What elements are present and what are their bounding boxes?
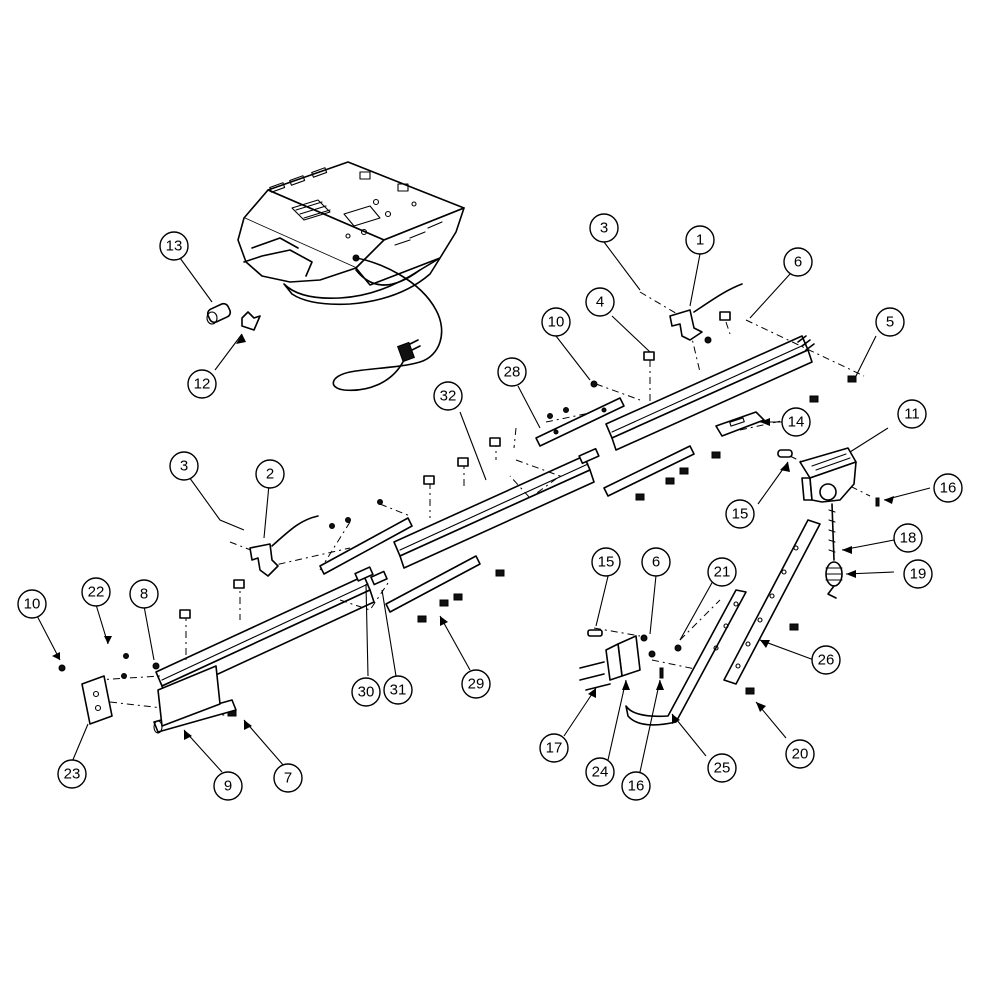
leader-arrows <box>52 334 894 740</box>
svg-text:7: 7 <box>284 770 292 787</box>
svg-text:9: 9 <box>224 778 232 795</box>
callout-9: 9 <box>213 771 243 801</box>
svg-text:13: 13 <box>166 238 183 255</box>
callout-1: 1 <box>685 225 715 255</box>
callout-11: 11 <box>897 399 927 429</box>
callout-22: 22 <box>81 577 111 607</box>
callout-31: 31 <box>383 675 413 705</box>
callout-18: 18 <box>893 523 923 553</box>
svg-text:25: 25 <box>714 760 731 777</box>
callout-29: 29 <box>461 669 491 699</box>
svg-text:28: 28 <box>504 364 521 381</box>
svg-text:31: 31 <box>390 682 407 699</box>
callout-3-left: 3 <box>169 451 199 481</box>
svg-text:14: 14 <box>788 414 805 431</box>
svg-text:15: 15 <box>598 554 615 571</box>
callout-14: 14 <box>781 407 811 437</box>
callout-26: 26 <box>811 645 841 675</box>
svg-text:5: 5 <box>886 314 894 331</box>
svg-text:17: 17 <box>546 740 563 757</box>
svg-text:4: 4 <box>596 294 604 311</box>
svg-text:18: 18 <box>900 530 917 547</box>
callout-10-top: 10 <box>541 307 571 337</box>
callout-32: 32 <box>433 381 463 411</box>
callout-17: 17 <box>539 733 569 763</box>
svg-text:8: 8 <box>140 586 148 603</box>
svg-text:10: 10 <box>548 314 565 331</box>
svg-text:3: 3 <box>180 458 188 475</box>
svg-text:15: 15 <box>732 506 749 523</box>
callout-6-top: 6 <box>783 247 813 277</box>
callout-16-bottom: 16 <box>621 771 651 801</box>
svg-text:20: 20 <box>792 746 809 763</box>
svg-text:21: 21 <box>714 564 731 581</box>
svg-text:29: 29 <box>468 676 485 693</box>
callout-4: 4 <box>585 287 615 317</box>
callout-8: 8 <box>129 579 159 609</box>
callout-24: 24 <box>585 757 615 787</box>
small-parts <box>58 283 880 734</box>
rail-assembly <box>155 335 815 699</box>
callout-7: 7 <box>273 763 303 793</box>
svg-text:6: 6 <box>652 554 660 571</box>
svg-text:16: 16 <box>628 778 645 795</box>
svg-text:22: 22 <box>88 584 105 601</box>
svg-text:30: 30 <box>358 684 375 701</box>
callout-15-trolley: 15 <box>725 499 755 529</box>
callout-2: 2 <box>255 459 285 489</box>
svg-text:3: 3 <box>600 220 608 237</box>
callout-16-right: 16 <box>933 473 963 503</box>
svg-text:23: 23 <box>64 766 81 783</box>
callout-23: 23 <box>57 759 87 789</box>
callout-3-top: 3 <box>589 213 619 243</box>
callout-30: 30 <box>351 677 381 707</box>
callout-21: 21 <box>707 557 737 587</box>
callout-28: 28 <box>497 357 527 387</box>
bolts <box>58 336 857 717</box>
svg-text:2: 2 <box>266 466 274 483</box>
callout-12: 12 <box>187 369 217 399</box>
callout-bubbles: 1 2 3 3 4 5 6 6 7 8 9 10 10 11 12 13 14 … <box>17 213 963 801</box>
callout-6-bottom: 6 <box>641 547 671 577</box>
motor-unit <box>237 161 465 392</box>
svg-text:19: 19 <box>910 566 927 583</box>
callout-19: 19 <box>903 559 933 589</box>
part-11-trolley <box>777 447 857 503</box>
svg-text:26: 26 <box>818 652 835 669</box>
svg-text:6: 6 <box>794 254 802 271</box>
callout-5: 5 <box>875 307 905 337</box>
callout-25: 25 <box>707 753 737 783</box>
callout-20: 20 <box>785 739 815 769</box>
callout-10-left: 10 <box>17 589 47 619</box>
part-13-bushing <box>206 302 232 325</box>
svg-text:10: 10 <box>24 596 41 613</box>
callout-15-bottom: 15 <box>591 547 621 577</box>
callout-13: 13 <box>159 231 189 261</box>
svg-text:11: 11 <box>904 406 920 423</box>
svg-text:16: 16 <box>940 480 957 497</box>
svg-text:12: 12 <box>194 376 211 393</box>
svg-text:32: 32 <box>440 388 457 405</box>
svg-text:24: 24 <box>592 764 609 781</box>
svg-text:1: 1 <box>696 232 704 249</box>
